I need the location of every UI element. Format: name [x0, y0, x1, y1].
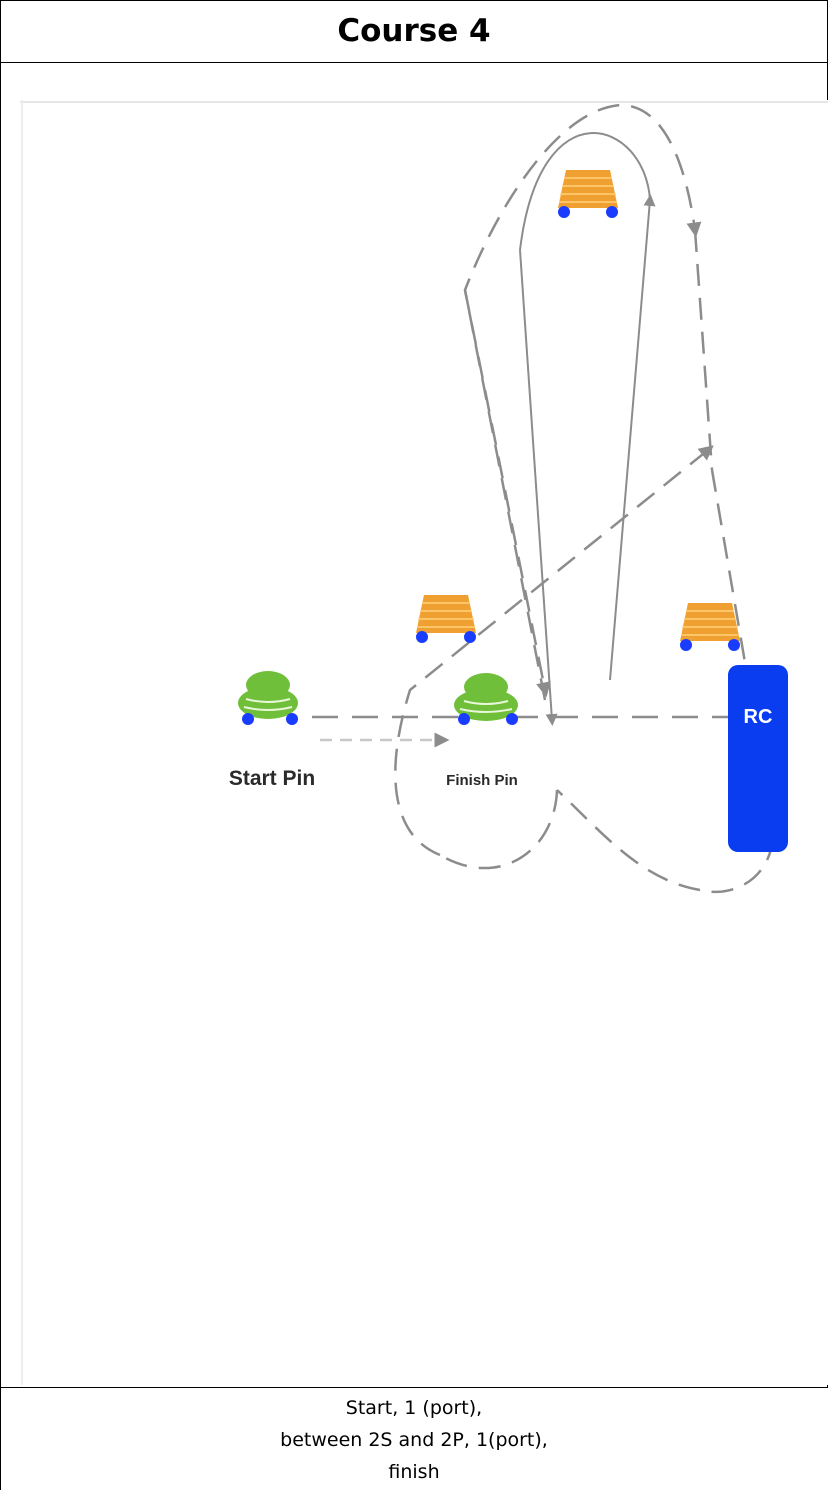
course-diagram: RC Start Pin Finish Pin	[20, 100, 828, 1385]
dashed-top-loop	[463, 103, 702, 701]
finish-pin-buoy	[454, 673, 518, 725]
committee-boat: RC	[728, 665, 788, 852]
committee-boat-label: RC	[744, 706, 773, 728]
start-pin-label: Start Pin	[229, 767, 315, 790]
solid-downwind-leg	[519, 249, 558, 726]
mark-2p	[416, 595, 476, 643]
solid-upwind-leg	[609, 194, 656, 681]
table-top-border	[0, 0, 828, 1]
start-pin-buoy	[238, 671, 298, 725]
figure-row-border	[0, 1387, 828, 1388]
finish-pin-label: Finish Pin	[446, 772, 518, 789]
dashed-right-leg	[693, 229, 714, 471]
mark-2s	[680, 603, 740, 651]
course-diagram-svg: RC Start Pin Finish Pin	[20, 100, 828, 1385]
mark-1	[558, 170, 618, 218]
caption-line-3: finish	[388, 1461, 440, 1483]
course-title: Course 4	[337, 13, 491, 49]
caption-line-2: between 2S and 2P, 1(port),	[280, 1429, 548, 1451]
course-caption: Start, 1 (port), between 2S and 2P, 1(po…	[0, 1390, 828, 1492]
title-row-border	[0, 62, 828, 63]
dashed-diagonal-leg	[394, 445, 714, 857]
helper-hidden	[404, 790, 557, 870]
table-left-border	[0, 0, 1, 1490]
caption-line-1: Start, 1 (port),	[345, 1397, 483, 1419]
solid-top-rounding	[519, 132, 651, 251]
dashed-gate-crossing	[556, 789, 701, 892]
dashed-2p-bottom	[439, 789, 559, 870]
